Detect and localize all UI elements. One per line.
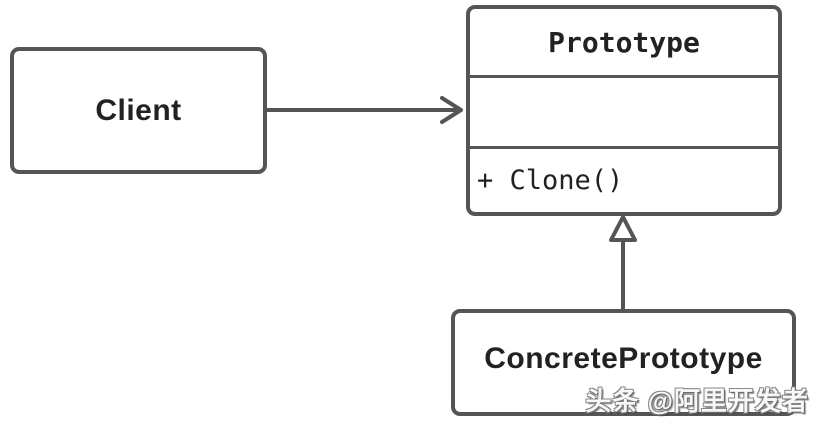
prototype-class-node[interactable]: Prototype + Clone() (466, 5, 782, 216)
prototype-class-name: Prototype (548, 25, 700, 59)
prototype-class-attributes (470, 75, 778, 146)
watermark-text: 头条 @阿里开发者 (585, 386, 809, 416)
association-arrow (265, 96, 463, 124)
client-node[interactable]: Client (10, 47, 267, 174)
concrete-prototype-node[interactable]: ConcretePrototype (451, 309, 796, 416)
inheritance-arrow (609, 215, 637, 309)
client-node-label: Client (95, 93, 182, 127)
prototype-class-method: + Clone() (470, 146, 778, 212)
concrete-prototype-label: ConcretePrototype (484, 341, 763, 375)
